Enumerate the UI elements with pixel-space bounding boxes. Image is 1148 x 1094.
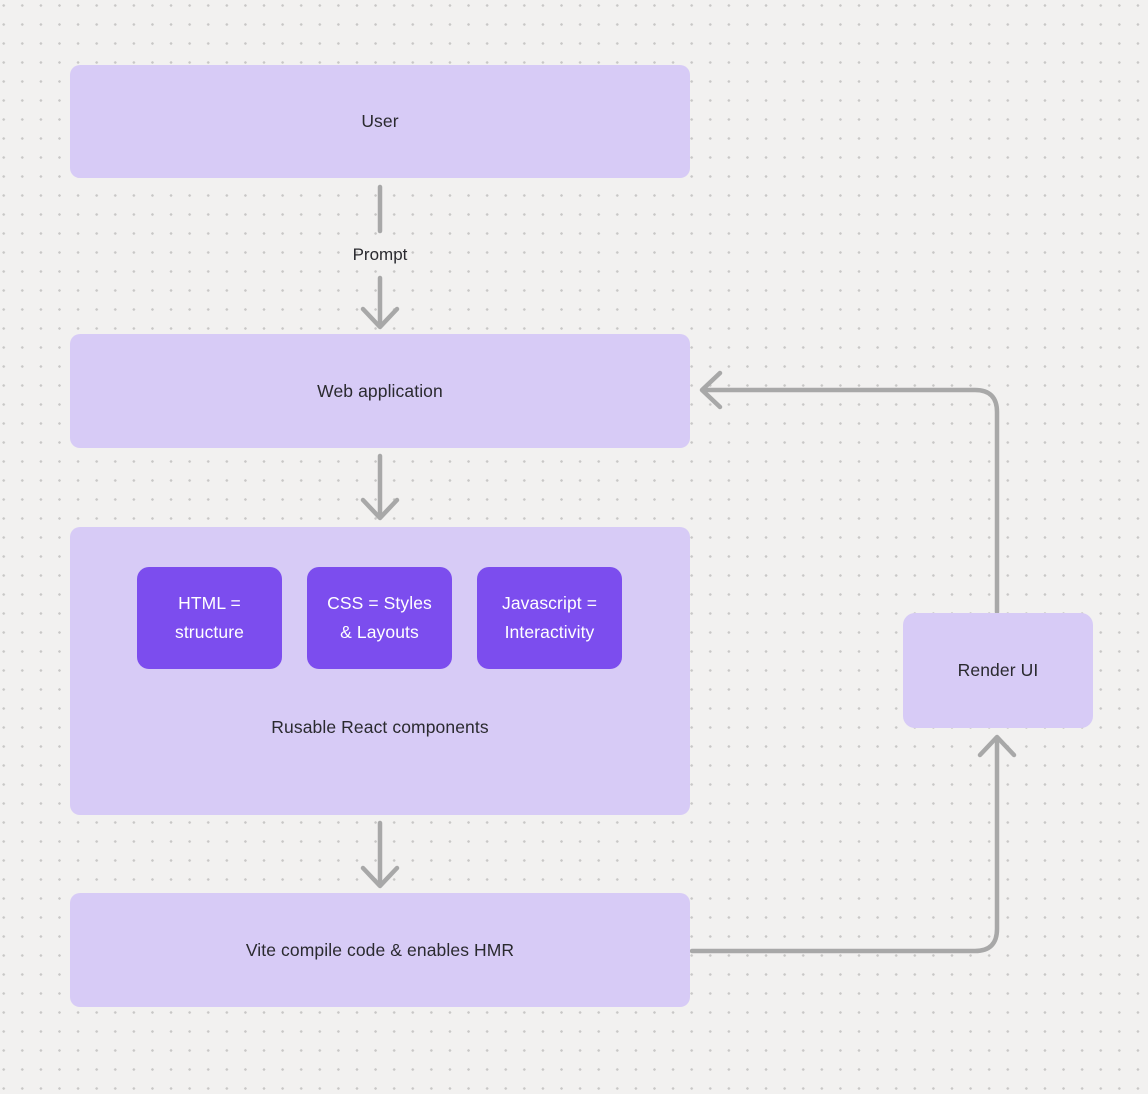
arrowhead-down-icon <box>360 306 400 330</box>
chip-javascript-line2: Interactivity <box>504 622 595 642</box>
node-vite-label: Vite compile code & enables HMR <box>245 939 515 960</box>
node-web-application-label: Web application <box>317 380 443 401</box>
chip-html-line1: HTML = <box>178 593 241 613</box>
components-group-label: Rusable React components <box>271 717 489 737</box>
chip-css-line1: CSS = Styles <box>327 593 432 613</box>
chip-css: CSS = Styles & Layouts <box>307 567 452 669</box>
node-render-ui: Render UI <box>903 613 1093 728</box>
node-web-application: Web application <box>70 334 690 448</box>
chip-javascript-line1: Javascript = <box>501 593 598 613</box>
arrowhead-down-icon <box>360 865 400 889</box>
arrowhead-left-icon <box>699 370 723 410</box>
arrowhead-up-icon <box>977 734 1017 758</box>
node-components-group: HTML = structure CSS = Styles & Layouts … <box>70 527 690 815</box>
node-render-ui-label: Render UI <box>957 660 1039 680</box>
chip-javascript: Javascript = Interactivity <box>477 567 622 669</box>
connector-renderui-to-webapp <box>700 387 1000 615</box>
chip-html-line2: structure <box>175 622 244 642</box>
node-user-label: User <box>361 111 399 131</box>
chip-css-line2: & Layouts <box>340 622 419 642</box>
arrowhead-down-icon <box>360 497 400 521</box>
node-user: User <box>70 65 690 178</box>
node-vite: Vite compile code & enables HMR <box>70 893 690 1007</box>
connector-label-prompt: Prompt <box>352 245 408 264</box>
connector-vite-to-renderui <box>689 735 1000 954</box>
chip-html: HTML = structure <box>137 567 282 669</box>
components-chip-row: HTML = structure CSS = Styles & Layouts … <box>137 567 622 669</box>
